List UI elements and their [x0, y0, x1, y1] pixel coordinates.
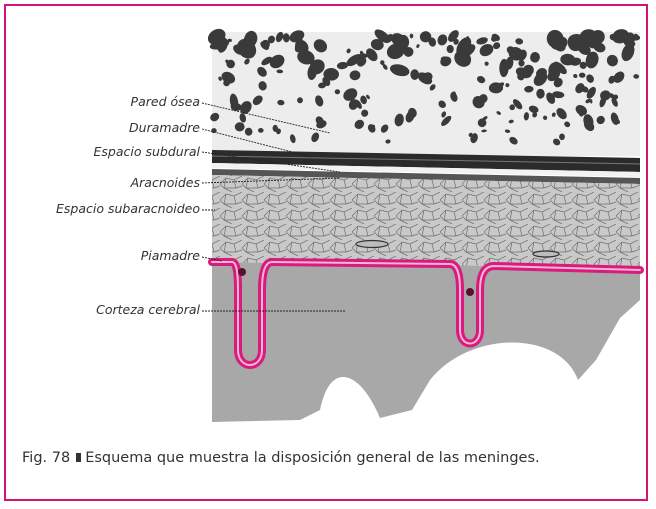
figure-caption: Fig. 78 Esquema que muestra la disposició…: [22, 450, 642, 466]
figure-number: Fig. 78: [22, 450, 70, 466]
caption-bullet: [76, 453, 81, 462]
label-aracnoides: Aracnoides: [131, 175, 200, 190]
label-espacio-subaracnoideo: Espacio subaracnoideo: [56, 201, 200, 216]
label-piamadre: Piamadre: [141, 248, 200, 263]
subarachnoid-space: [212, 175, 640, 268]
label-pared-osea: Pared ósea: [131, 94, 200, 109]
bone-wall: [205, 26, 640, 156]
label-espacio-subdural: Espacio subdural: [94, 144, 200, 159]
bone-cavity: [410, 69, 419, 80]
bone-cavity: [580, 29, 597, 43]
caption-text: Esquema que muestra la disposición gener…: [85, 450, 539, 466]
bone-cavity: [559, 134, 565, 141]
label-corteza-cerebral: Corteza cerebral: [96, 302, 200, 317]
label-duramadre: Duramadre: [129, 120, 200, 135]
cerebral-cortex: [212, 262, 640, 422]
